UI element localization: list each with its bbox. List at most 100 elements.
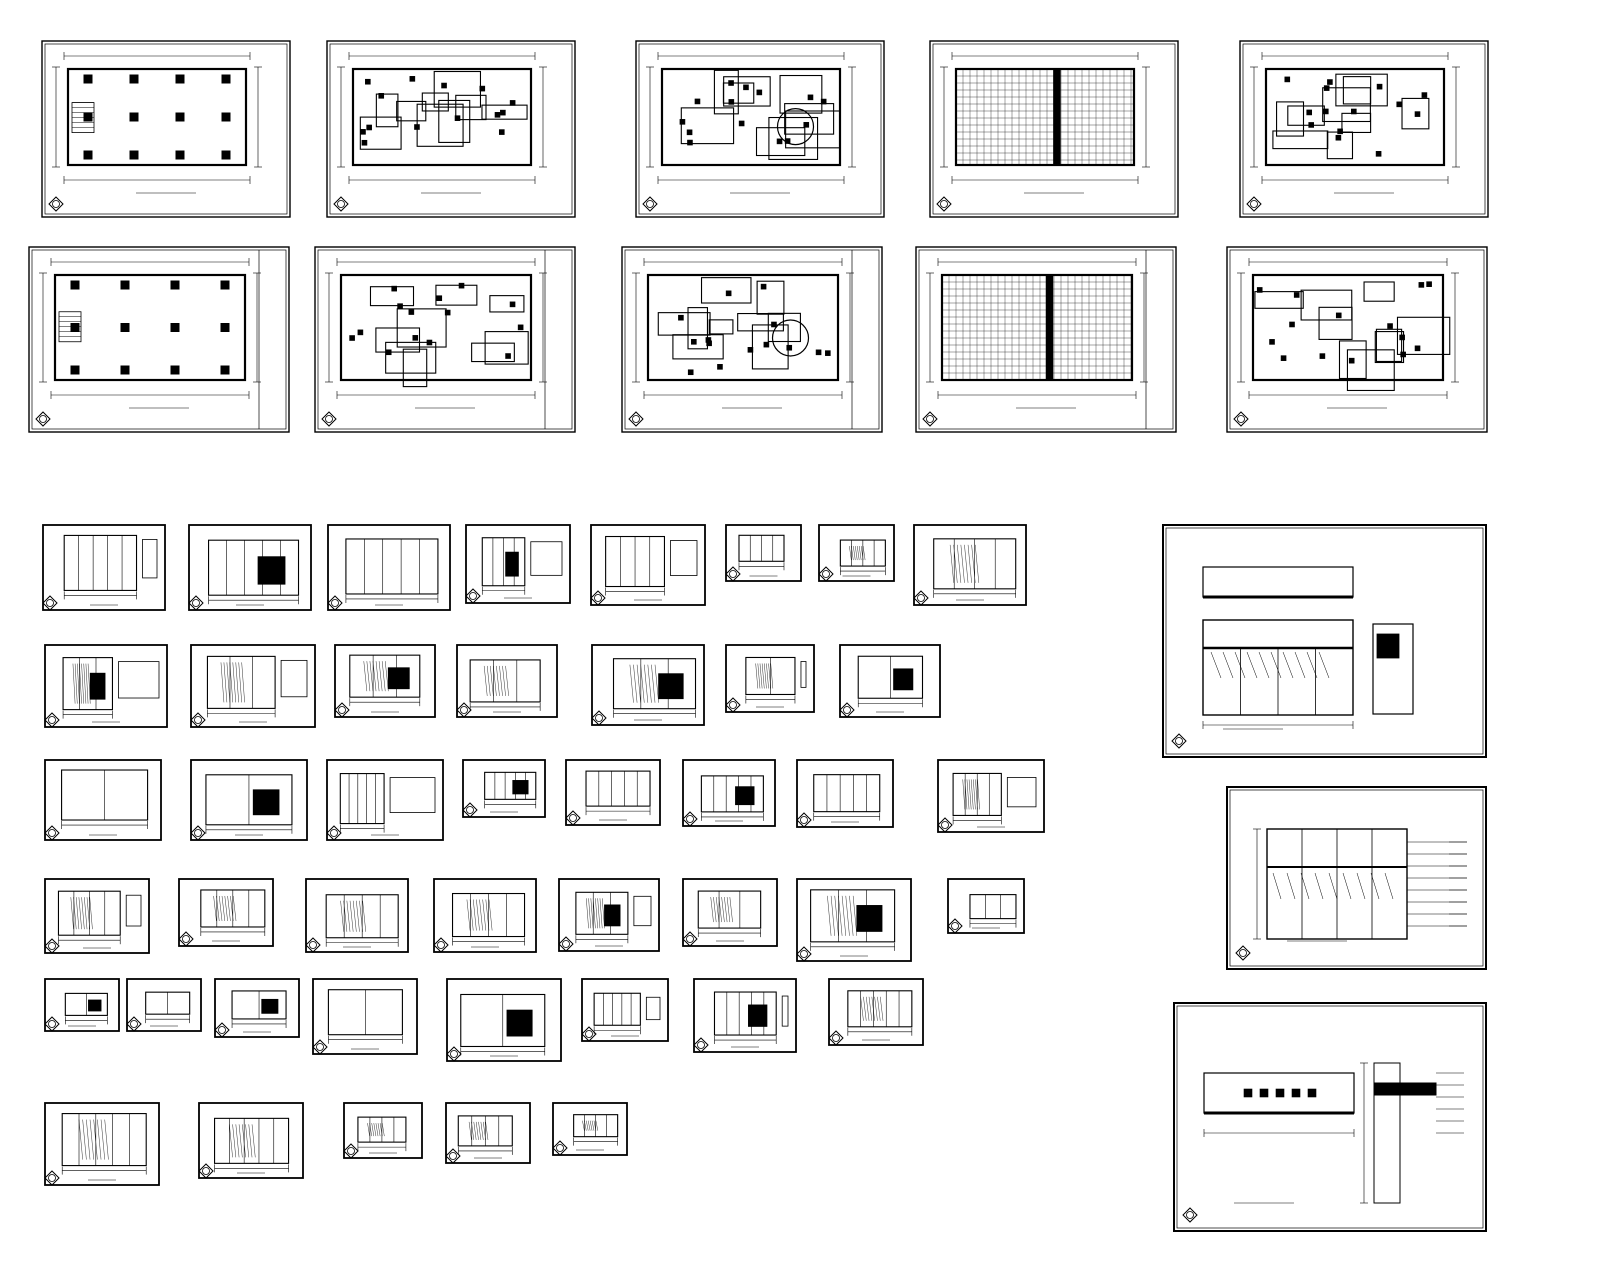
facade-sheet-facade-elevation-detail — [1226, 786, 1487, 970]
title-mark-icon — [305, 937, 321, 953]
title-mark-icon — [913, 590, 929, 606]
glass-hatch — [1210, 651, 1222, 679]
canopy-section — [1373, 1082, 1437, 1096]
side-section — [645, 996, 661, 1021]
elevation-outline — [585, 770, 651, 807]
glass-hatch — [1294, 651, 1306, 679]
facade-sheet-facade-section-detail — [1173, 1002, 1487, 1232]
glass-hatch — [1222, 651, 1234, 679]
room-partition — [396, 308, 447, 348]
fixture — [678, 314, 684, 321]
room-partition — [1272, 130, 1329, 150]
building-outline — [351, 67, 533, 167]
title-mark-icon — [343, 1143, 359, 1159]
hatch-line — [715, 897, 720, 923]
room-partition — [484, 331, 529, 365]
elevation-outline — [484, 771, 537, 800]
hatch-line — [755, 663, 759, 689]
fixture — [1323, 85, 1330, 91]
sheet-border — [682, 759, 776, 827]
detail-sheet — [190, 644, 316, 728]
title-mark-icon — [936, 196, 952, 212]
hatch-line — [379, 1123, 383, 1137]
title-mark-icon — [1171, 733, 1187, 749]
hatch-line — [586, 898, 589, 929]
hatch-line — [213, 895, 217, 922]
sheet-border — [433, 878, 537, 953]
hatch-line — [718, 897, 722, 923]
fixture — [1348, 357, 1355, 364]
elevation-outline — [813, 774, 881, 813]
title-mark-icon — [326, 825, 342, 841]
hatch-line — [235, 1124, 240, 1158]
solid-fill-panel — [856, 905, 883, 932]
hatch-line — [590, 898, 594, 929]
sheet-border — [558, 878, 660, 952]
fixture — [441, 82, 447, 89]
room-partition — [1338, 340, 1367, 380]
plan-sheet-shell-plan — [28, 246, 290, 433]
detail-sheet — [590, 524, 706, 606]
hatch-line — [473, 1121, 477, 1140]
detail-sheet — [913, 524, 1027, 606]
structural-column — [175, 150, 185, 160]
hatch-line — [960, 544, 965, 583]
solid-fill-panel — [735, 786, 755, 806]
sheet-border — [326, 759, 444, 841]
building-outline — [339, 273, 533, 382]
hatch-line — [766, 663, 769, 689]
hatch-line — [592, 898, 596, 929]
hatch-line — [381, 661, 386, 692]
room-partition — [1254, 291, 1304, 309]
detail-sheet — [42, 524, 166, 611]
glass-hatch — [1370, 872, 1380, 900]
detail-sheet — [465, 524, 571, 604]
title-mark-icon — [828, 1030, 844, 1046]
fixture — [1269, 339, 1275, 345]
title-mark-icon — [321, 411, 337, 427]
detail-sheet — [725, 524, 802, 582]
title-mark-icon — [190, 712, 206, 728]
fixture — [776, 138, 783, 145]
fixture — [1351, 108, 1357, 115]
side-section — [280, 659, 308, 698]
fixture — [1322, 108, 1329, 115]
elevation-outline — [206, 655, 276, 709]
hatch-line — [385, 661, 389, 692]
hatch-line — [726, 897, 731, 923]
detail-sheet — [178, 878, 274, 947]
title-mark-icon — [937, 817, 953, 833]
side-section — [800, 661, 807, 688]
sheet-inner-border — [1242, 43, 1486, 215]
fixture — [747, 347, 754, 353]
hatch-line — [490, 665, 494, 696]
room-partition — [767, 312, 801, 343]
hatch-line — [480, 1121, 484, 1140]
solid-fill-panel — [252, 789, 280, 816]
hatch-line — [595, 1120, 599, 1131]
fixture — [687, 139, 693, 146]
fixture — [1256, 287, 1263, 293]
hatch-line — [81, 663, 84, 704]
structural-column — [83, 74, 93, 84]
title-mark-icon — [334, 702, 350, 718]
hatch-line — [369, 661, 374, 692]
building-outline — [954, 67, 1136, 167]
hatch-line — [216, 895, 220, 922]
sheet-border — [305, 878, 409, 953]
elevation-outline — [575, 891, 629, 935]
fixture — [378, 93, 385, 99]
hatch-line — [238, 1124, 243, 1158]
fixture — [728, 80, 734, 86]
structural-column — [175, 112, 185, 122]
sheet-inner-border — [624, 249, 880, 430]
hatch-line — [340, 900, 344, 932]
structural-column — [120, 323, 130, 332]
fixture — [728, 99, 735, 105]
fixture — [1421, 92, 1428, 98]
glass-hatch — [1342, 872, 1352, 900]
sheet-border — [693, 978, 797, 1053]
hatch-line — [104, 1119, 109, 1160]
hatch-line — [970, 779, 974, 810]
elevation-outline — [339, 773, 385, 825]
